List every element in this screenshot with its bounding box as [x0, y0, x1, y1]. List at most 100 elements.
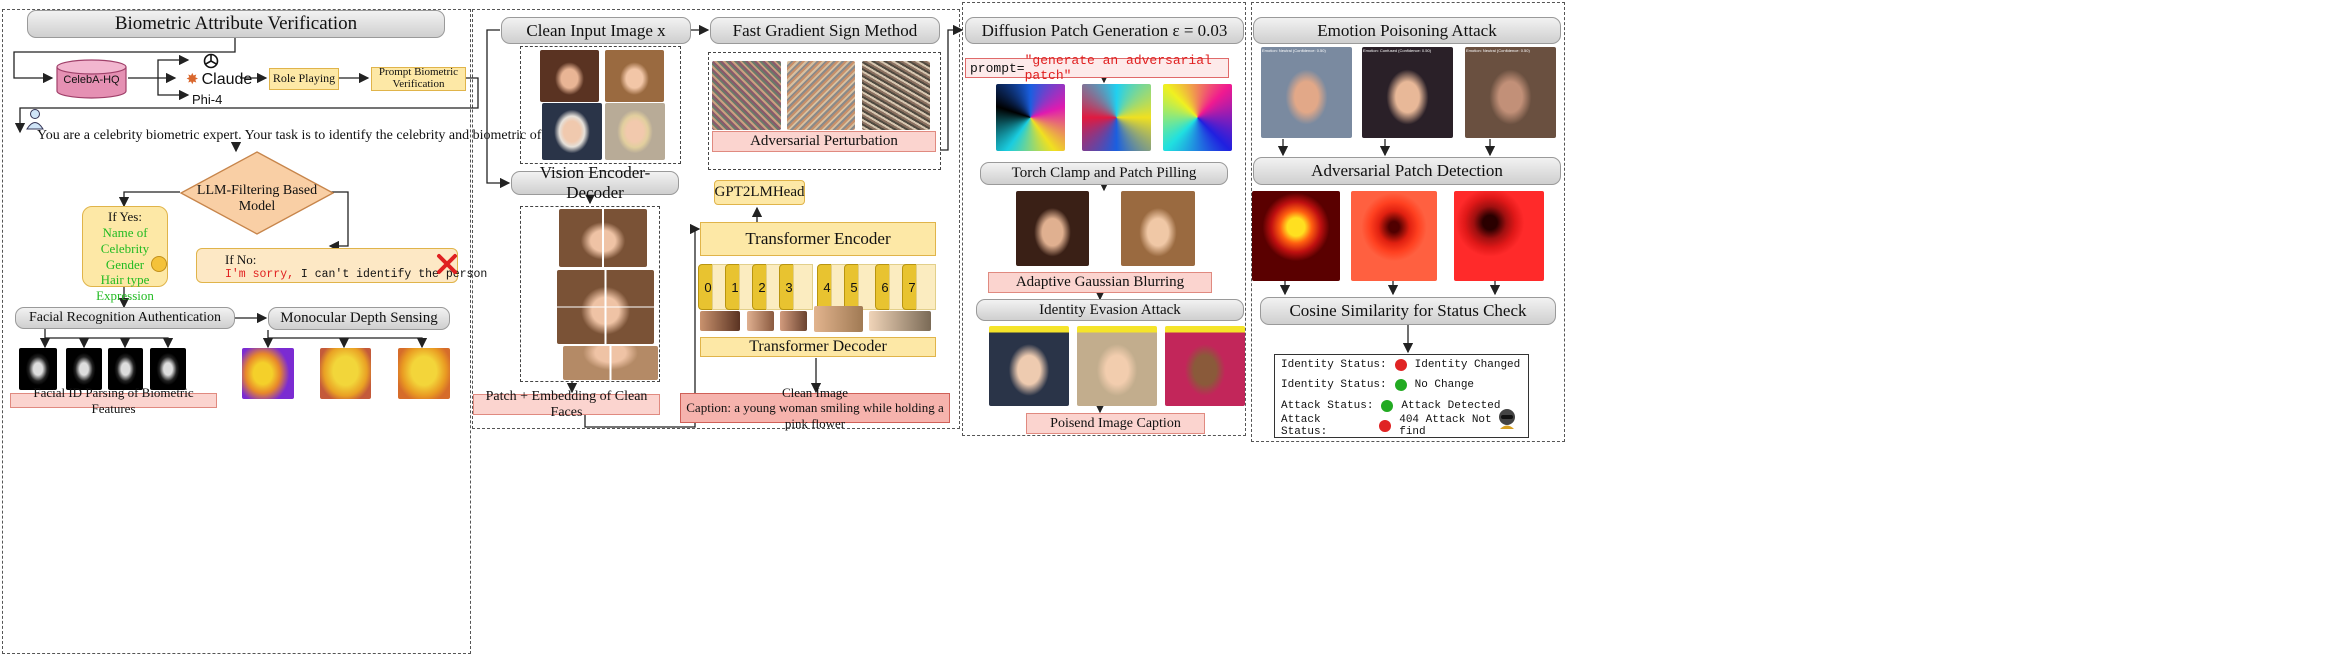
patch-image-1: [700, 311, 740, 331]
emotion-face-3: [1465, 47, 1556, 138]
perturbed-face-2: [787, 61, 855, 130]
transformer-decoder-box: Transformer Decoder: [700, 337, 936, 357]
face-mesh-2: [66, 348, 102, 390]
clamped-face-1: [1016, 191, 1089, 266]
patch-3: [1163, 84, 1232, 151]
status-label-2: Identity Status:: [1281, 379, 1387, 392]
clamped-face-2: [1121, 191, 1195, 266]
status-value-4: 404 Attack Not find: [1399, 414, 1492, 439]
panel-diffusion: [962, 2, 1246, 436]
poisoned-caption-box: Poisend Image Caption: [1026, 413, 1205, 434]
phi-label: Phi-4: [192, 92, 223, 107]
status-label-3: Attack Status:: [1281, 399, 1374, 412]
yes-item-gender: Gender: [105, 256, 145, 272]
detection-title: Adversarial Patch Detection: [1253, 157, 1561, 185]
face-mesh-3: [108, 348, 143, 390]
gpt2-head-box: GPT2LMHead: [714, 180, 805, 205]
facial-auth-title: Facial Recognition Authentication: [15, 307, 235, 329]
emotion-label-2: Emotion: Confused (Confidence: 0.50): [1363, 48, 1432, 53]
facial-id-box: Facial ID Parsing of Biometric Features: [10, 385, 217, 416]
evasion-title: Identity Evasion Attack: [976, 299, 1244, 321]
patched-face-3: [563, 346, 658, 380]
thinking-emoji-icon: [151, 256, 167, 272]
blur-box: Adaptive Gaussian Blurring: [988, 272, 1212, 293]
status-row-2: Identity Status: No Change: [1281, 375, 1522, 395]
face-mesh-4: [150, 348, 186, 390]
evasion-face-3: [1165, 326, 1245, 406]
clean-caption-text: Caption: a young woman smiling while hol…: [686, 400, 944, 431]
role-playing-box: Role Playing: [269, 68, 339, 90]
dataset-label: CelebA-HQ: [63, 74, 120, 86]
clean-input-title: Clean Input Image x: [501, 17, 691, 44]
llm-filter-decision: LLM-Filtering Based Model: [179, 151, 335, 235]
clean-face-4: [605, 103, 665, 160]
clean-face-2: [605, 50, 664, 102]
patch-2: [1082, 84, 1151, 151]
yes-item-hair: Hair type: [100, 272, 150, 288]
clean-image-label: Clean Image: [781, 384, 849, 400]
patch-image-2: [747, 311, 774, 331]
emotion-title: Emotion Poisoning Attack: [1253, 17, 1561, 44]
depth-map-1: [242, 348, 294, 399]
yes-title: If Yes:: [108, 209, 142, 224]
status-green-dot-3: [1381, 399, 1394, 412]
perturbed-face-1: [712, 61, 781, 130]
patch-image-5: [869, 311, 931, 331]
status-value-2: No Change: [1414, 379, 1475, 392]
panel-encoder: [472, 9, 960, 429]
patched-faces-group: [520, 206, 660, 382]
perturbed-group: [708, 52, 941, 170]
yes-item-name: Name of Celebrity: [100, 224, 150, 256]
emotion-label-3: Emotion: Neutral (Confidence: 0.50): [1466, 48, 1530, 53]
patch-image-4: [814, 306, 863, 332]
vision-encoder-title: Vision Encoder-Decoder: [511, 163, 679, 202]
diffusion-title: Diffusion Patch Generation ε = 0.03: [965, 17, 1244, 44]
depth-map-3: [398, 348, 450, 399]
prompt-box: prompt="generate an adversarial patch": [965, 53, 1229, 83]
status-row-3: Attack Status: Attack Detected: [1281, 396, 1522, 416]
fgsm-title: Fast Gradient Sign Method: [710, 17, 940, 44]
no-sorry-text: I'm sorry,: [225, 268, 295, 281]
clean-face-3: [542, 103, 602, 160]
cross-icon: [436, 253, 458, 275]
status-label-1: Identity Status:: [1281, 359, 1387, 372]
transformer-encoder-box: Transformer Encoder: [700, 222, 936, 256]
claude-logo: ✸ Claude: [186, 71, 252, 89]
prompt-value: "generate an adversarial patch": [1024, 53, 1212, 83]
prompt-verification-box: Prompt Biometric Verification: [371, 67, 466, 91]
prompt-key: prompt=: [970, 60, 1025, 76]
patch-image-3: [780, 311, 807, 331]
yes-box: If Yes: Name of Celebrity Gender Hair ty…: [82, 206, 168, 303]
heatmap-3: [1454, 191, 1544, 281]
patch-1: [996, 84, 1065, 151]
patched-face-2: [557, 270, 654, 344]
user-icon: [26, 108, 44, 130]
adv-perturbation-box: Adversarial Perturbation: [712, 131, 936, 152]
status-row-1: Identity Status: Identity Changed: [1281, 355, 1522, 375]
claude-label: Claude: [201, 71, 253, 88]
status-value-3: Attack Detected: [1401, 399, 1501, 412]
depth-map-2: [320, 348, 371, 399]
biometric-title: Biometric Attribute Verification: [27, 10, 445, 38]
phi-logo: Phi-4: [192, 91, 222, 109]
heatmap-2: [1351, 191, 1437, 281]
claude-spark-icon: ✸: [186, 71, 199, 88]
no-box: If No: I'm sorry, I can't identify the p…: [196, 248, 487, 283]
status-label-4: Attack Status:: [1281, 414, 1328, 439]
openai-icon: [202, 52, 220, 70]
face-mesh-1: [19, 348, 57, 390]
patch-embedding-box: Patch + Embedding of Clean Faces: [473, 389, 660, 420]
panel-biometric: [2, 9, 471, 654]
patched-face-1: [559, 209, 647, 267]
status-red-dot-1: [1394, 359, 1407, 372]
no-title: If No:: [225, 252, 257, 267]
token-pair-3: [793, 264, 813, 310]
perturbed-face-3: [862, 61, 930, 130]
emotion-face-2: [1362, 47, 1453, 138]
decision-label: LLM-Filtering Based Model: [196, 183, 318, 214]
clean-image-caption-box: Clean Image Caption: a young woman smili…: [680, 385, 950, 431]
clean-face-1: [540, 50, 599, 102]
emotion-face-1: [1261, 47, 1352, 138]
emotion-label-1: Emotion: Neutral (Confidence: 0.50): [1262, 48, 1326, 53]
token-pair-7: [916, 264, 936, 310]
